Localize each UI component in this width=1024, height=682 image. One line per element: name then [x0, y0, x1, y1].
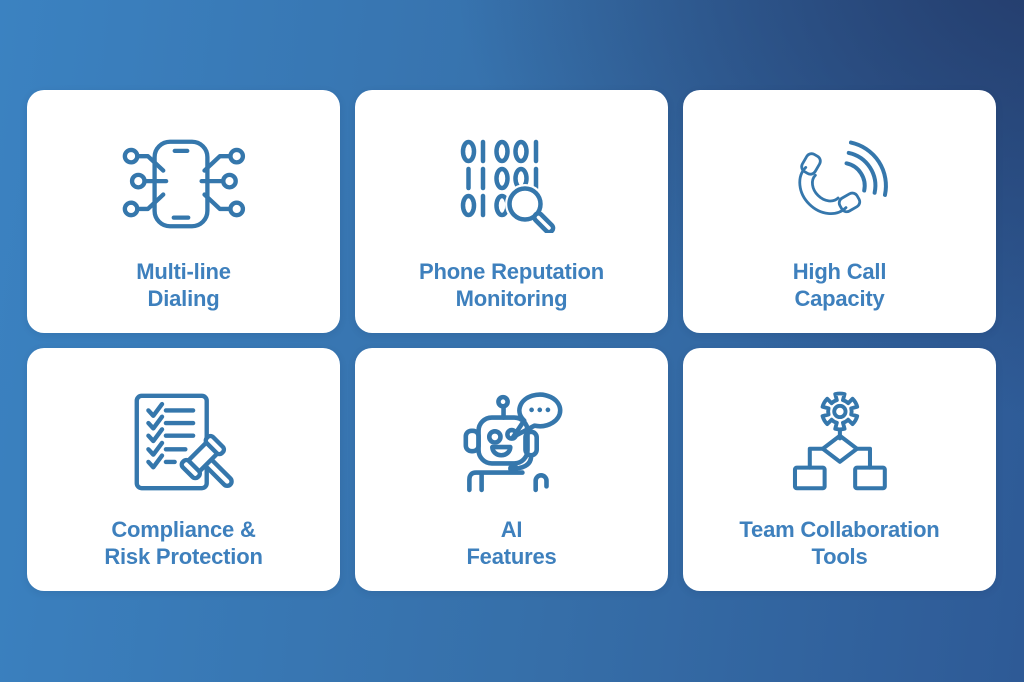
multiline-phone-icon: [121, 120, 246, 248]
robot-chat-icon: [450, 378, 572, 506]
checklist-gavel-icon: [129, 378, 238, 506]
handset-waves-icon: [787, 120, 893, 248]
flowchart-gear-icon: [786, 378, 894, 506]
binary-magnifier-icon: [456, 120, 568, 248]
feature-card-label: Compliance &Risk Protection: [104, 517, 263, 569]
feature-card-compliance-risk-protection: Compliance &Risk Protection: [27, 348, 340, 591]
